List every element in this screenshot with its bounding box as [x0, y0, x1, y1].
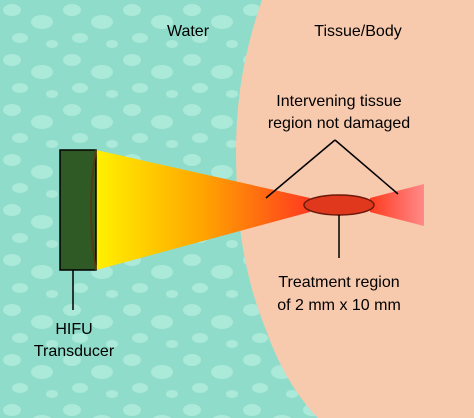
- water-label: Water: [167, 23, 210, 40]
- transducer-label-line2: Transducer: [34, 343, 115, 360]
- intervening-leader-left: [265, 139, 336, 199]
- intervening-leader-right: [334, 139, 399, 195]
- treatment-label-line2: of 2 mm x 10 mm: [277, 297, 401, 314]
- treatment-label-line1: Treatment region: [278, 274, 399, 291]
- ultrasound-beam: [91, 150, 310, 270]
- transducer-face: [90, 149, 97, 271]
- intervening-label-line1: Intervening tissue: [276, 93, 402, 110]
- tissue-label: Tissue/Body: [314, 23, 401, 40]
- intervening-label-line2: region not damaged: [268, 115, 410, 132]
- transducer-label-line1: HIFU: [55, 321, 92, 338]
- exit-beam: [370, 184, 424, 226]
- treatment-region-ellipse: [303, 194, 375, 216]
